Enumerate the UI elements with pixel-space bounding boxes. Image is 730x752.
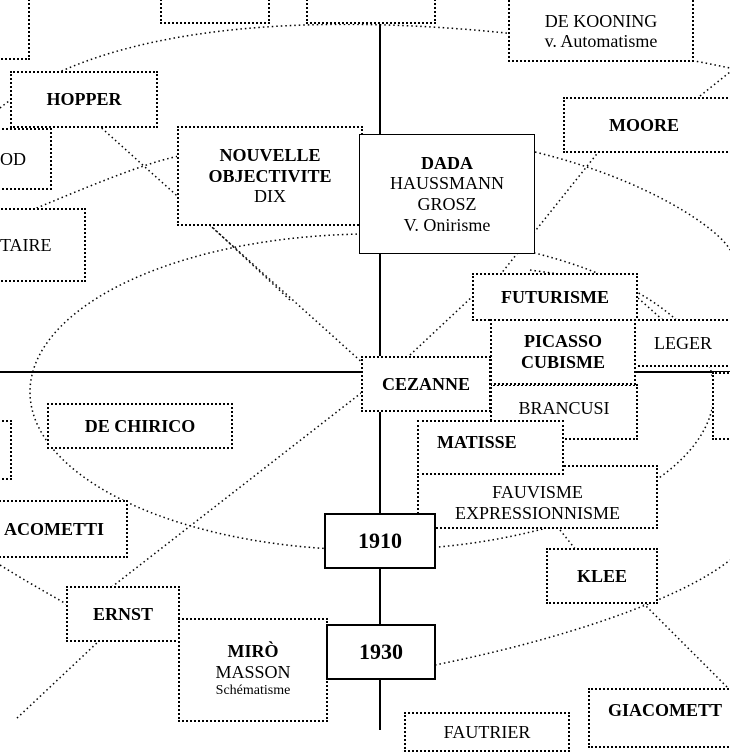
picasso-label: PICASSO bbox=[523, 331, 603, 352]
moore-node: MOORE bbox=[563, 97, 730, 153]
miro-masson-node: MIRÒ MASSON Schématisme bbox=[178, 618, 328, 722]
dix-label: DIX bbox=[254, 186, 286, 207]
hopper-label: HOPPER bbox=[46, 89, 122, 110]
partial-box-top-a bbox=[160, 0, 270, 24]
outer-ellipse-right bbox=[534, 151, 730, 251]
klee-node: KLEE bbox=[546, 548, 658, 604]
brancusi-label: BRANCUSI bbox=[518, 398, 610, 418]
taire-label: TAIRE bbox=[0, 234, 52, 255]
partial-box-left-od: OD bbox=[0, 128, 52, 190]
picasso-cubisme-node: PICASSO CUBISME bbox=[490, 319, 636, 385]
onirisme-label: V. Onirisme bbox=[403, 214, 491, 235]
matisse-label: MATISSE bbox=[437, 432, 517, 452]
partial-box-left-mid bbox=[0, 420, 12, 480]
futurisme-node: FUTURISME bbox=[472, 273, 638, 321]
moore-label: MOORE bbox=[609, 114, 679, 135]
matisse-node: MATISSE bbox=[417, 420, 564, 475]
partial-box-top-b bbox=[306, 0, 436, 24]
fauvisme-label: FAUVISME bbox=[492, 482, 583, 503]
giacometti-right-label: GIACOMETT bbox=[608, 700, 723, 720]
futurisme-label: FUTURISME bbox=[500, 286, 609, 307]
klee-label: KLEE bbox=[576, 565, 628, 586]
cezanne-label: CEZANNE bbox=[381, 373, 470, 394]
year-1910-node: 1910 bbox=[324, 513, 436, 569]
miro-label: MIRÒ bbox=[227, 641, 279, 662]
de-kooning-note: v. Automatisme bbox=[544, 31, 658, 52]
year-1930-label: 1930 bbox=[359, 639, 403, 665]
outer-ellipse-top bbox=[0, 23, 730, 109]
de-chirico-node: DE CHIRICO bbox=[47, 403, 233, 449]
objectivite-label: OBJECTIVITE bbox=[208, 165, 332, 186]
haussmann-label: HAUSSMANN bbox=[389, 173, 505, 194]
leger-node: LEGER bbox=[634, 319, 730, 367]
de-kooning-node: DE KOONING v. Automatisme bbox=[508, 0, 694, 62]
partial-box-left-taire: TAIRE bbox=[0, 208, 86, 282]
giacometti-left-label: ACOMETTI bbox=[3, 518, 104, 539]
ernst-label: ERNST bbox=[92, 603, 154, 624]
masson-label: MASSON bbox=[215, 661, 291, 682]
nouvelle-label: NOUVELLE bbox=[219, 144, 321, 165]
grosz-label: GROSZ bbox=[417, 194, 477, 214]
left-arc-upper bbox=[19, 154, 186, 216]
fautrier-node: FAUTRIER bbox=[404, 712, 570, 752]
partial-box-right-mid bbox=[712, 372, 730, 440]
dada-node: DADA HAUSSMANN GROSZ V. Onirisme bbox=[359, 134, 535, 254]
expressionnisme-label: EXPRESSIONNISME bbox=[454, 503, 621, 523]
nouvelle-objectivite-node: NOUVELLE OBJECTIVITE DIX bbox=[177, 126, 363, 226]
de-kooning-label: DE KOONING bbox=[544, 10, 658, 31]
fauvisme-expressionnisme-node: FAUVISME EXPRESSIONNISME bbox=[417, 465, 658, 529]
giacometti-left-node: ACOMETTI bbox=[0, 500, 128, 558]
hopper-node: HOPPER bbox=[10, 71, 158, 128]
year-1910-label: 1910 bbox=[358, 528, 402, 554]
od-label: OD bbox=[0, 148, 26, 169]
leger-label: LEGER bbox=[654, 332, 712, 353]
de-chirico-label: DE CHIRICO bbox=[84, 415, 196, 436]
schematisme-label: Schématisme bbox=[215, 682, 291, 698]
ernst-node: ERNST bbox=[66, 586, 180, 642]
cubisme-label: CUBISME bbox=[520, 352, 605, 372]
lower-arc-left bbox=[0, 564, 76, 611]
fautrier-label: FAUTRIER bbox=[443, 722, 531, 742]
dada-title: DADA bbox=[421, 152, 473, 173]
year-1930-node: 1930 bbox=[326, 624, 436, 680]
giacometti-right-node: GIACOMETT bbox=[588, 688, 730, 748]
partial-box-left-top bbox=[0, 0, 30, 60]
cezanne-node: CEZANNE bbox=[361, 356, 491, 412]
